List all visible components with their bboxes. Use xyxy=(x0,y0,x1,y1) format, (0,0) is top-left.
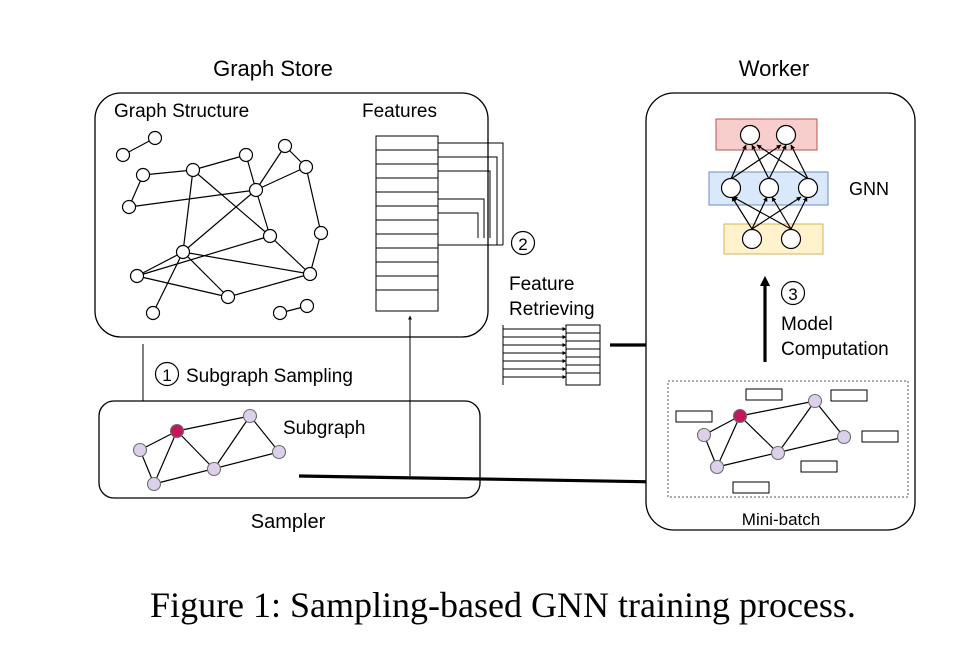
gnn-label: GNN xyxy=(849,179,889,199)
gnn-output-layer xyxy=(715,118,818,151)
features-label: Features xyxy=(362,101,437,122)
graph-structure-label: Graph Structure xyxy=(114,101,249,122)
step-3-badge xyxy=(780,280,806,306)
minibatch-nodes xyxy=(696,393,852,475)
retrieved-features xyxy=(502,324,601,386)
target-node xyxy=(169,423,185,439)
subgraph-nodes xyxy=(132,408,287,492)
step-2-label-line2: Retrieving xyxy=(509,299,595,320)
feature-table xyxy=(375,135,439,312)
step-1-number: 1 xyxy=(162,366,171,385)
subgraph-to-minibatch-arrow xyxy=(298,474,668,488)
step-3-number: 3 xyxy=(788,285,797,304)
step-2-label-line1: Feature xyxy=(509,274,574,295)
graph-store-title: Graph Store xyxy=(213,56,333,81)
minibatch-label: Mini-batch xyxy=(742,510,820,529)
full-graph-nodes xyxy=(115,130,329,321)
minibatch-feature-tags xyxy=(675,388,899,494)
figure-caption: Figure 1: Sampling-based GNN training pr… xyxy=(150,585,856,625)
minibatch-target-node xyxy=(732,408,748,424)
step-3-label-line2: Computation xyxy=(781,339,889,360)
worker-box xyxy=(645,92,916,531)
gnn-input-layer xyxy=(723,223,824,255)
gnn-model xyxy=(708,118,829,255)
step-1-label: Subgraph Sampling xyxy=(186,366,353,387)
step-3-label-line1: Model xyxy=(781,314,833,335)
step-2-number: 2 xyxy=(518,235,527,254)
worker-title: Worker xyxy=(739,56,810,81)
sampler-title: Sampler xyxy=(251,511,326,533)
step-1-badge xyxy=(154,361,180,387)
step-2-badge xyxy=(510,230,536,256)
minibatch-box xyxy=(667,380,909,498)
subgraph-label: Subgraph xyxy=(283,418,365,439)
feature-retrieval-lines xyxy=(438,142,504,246)
